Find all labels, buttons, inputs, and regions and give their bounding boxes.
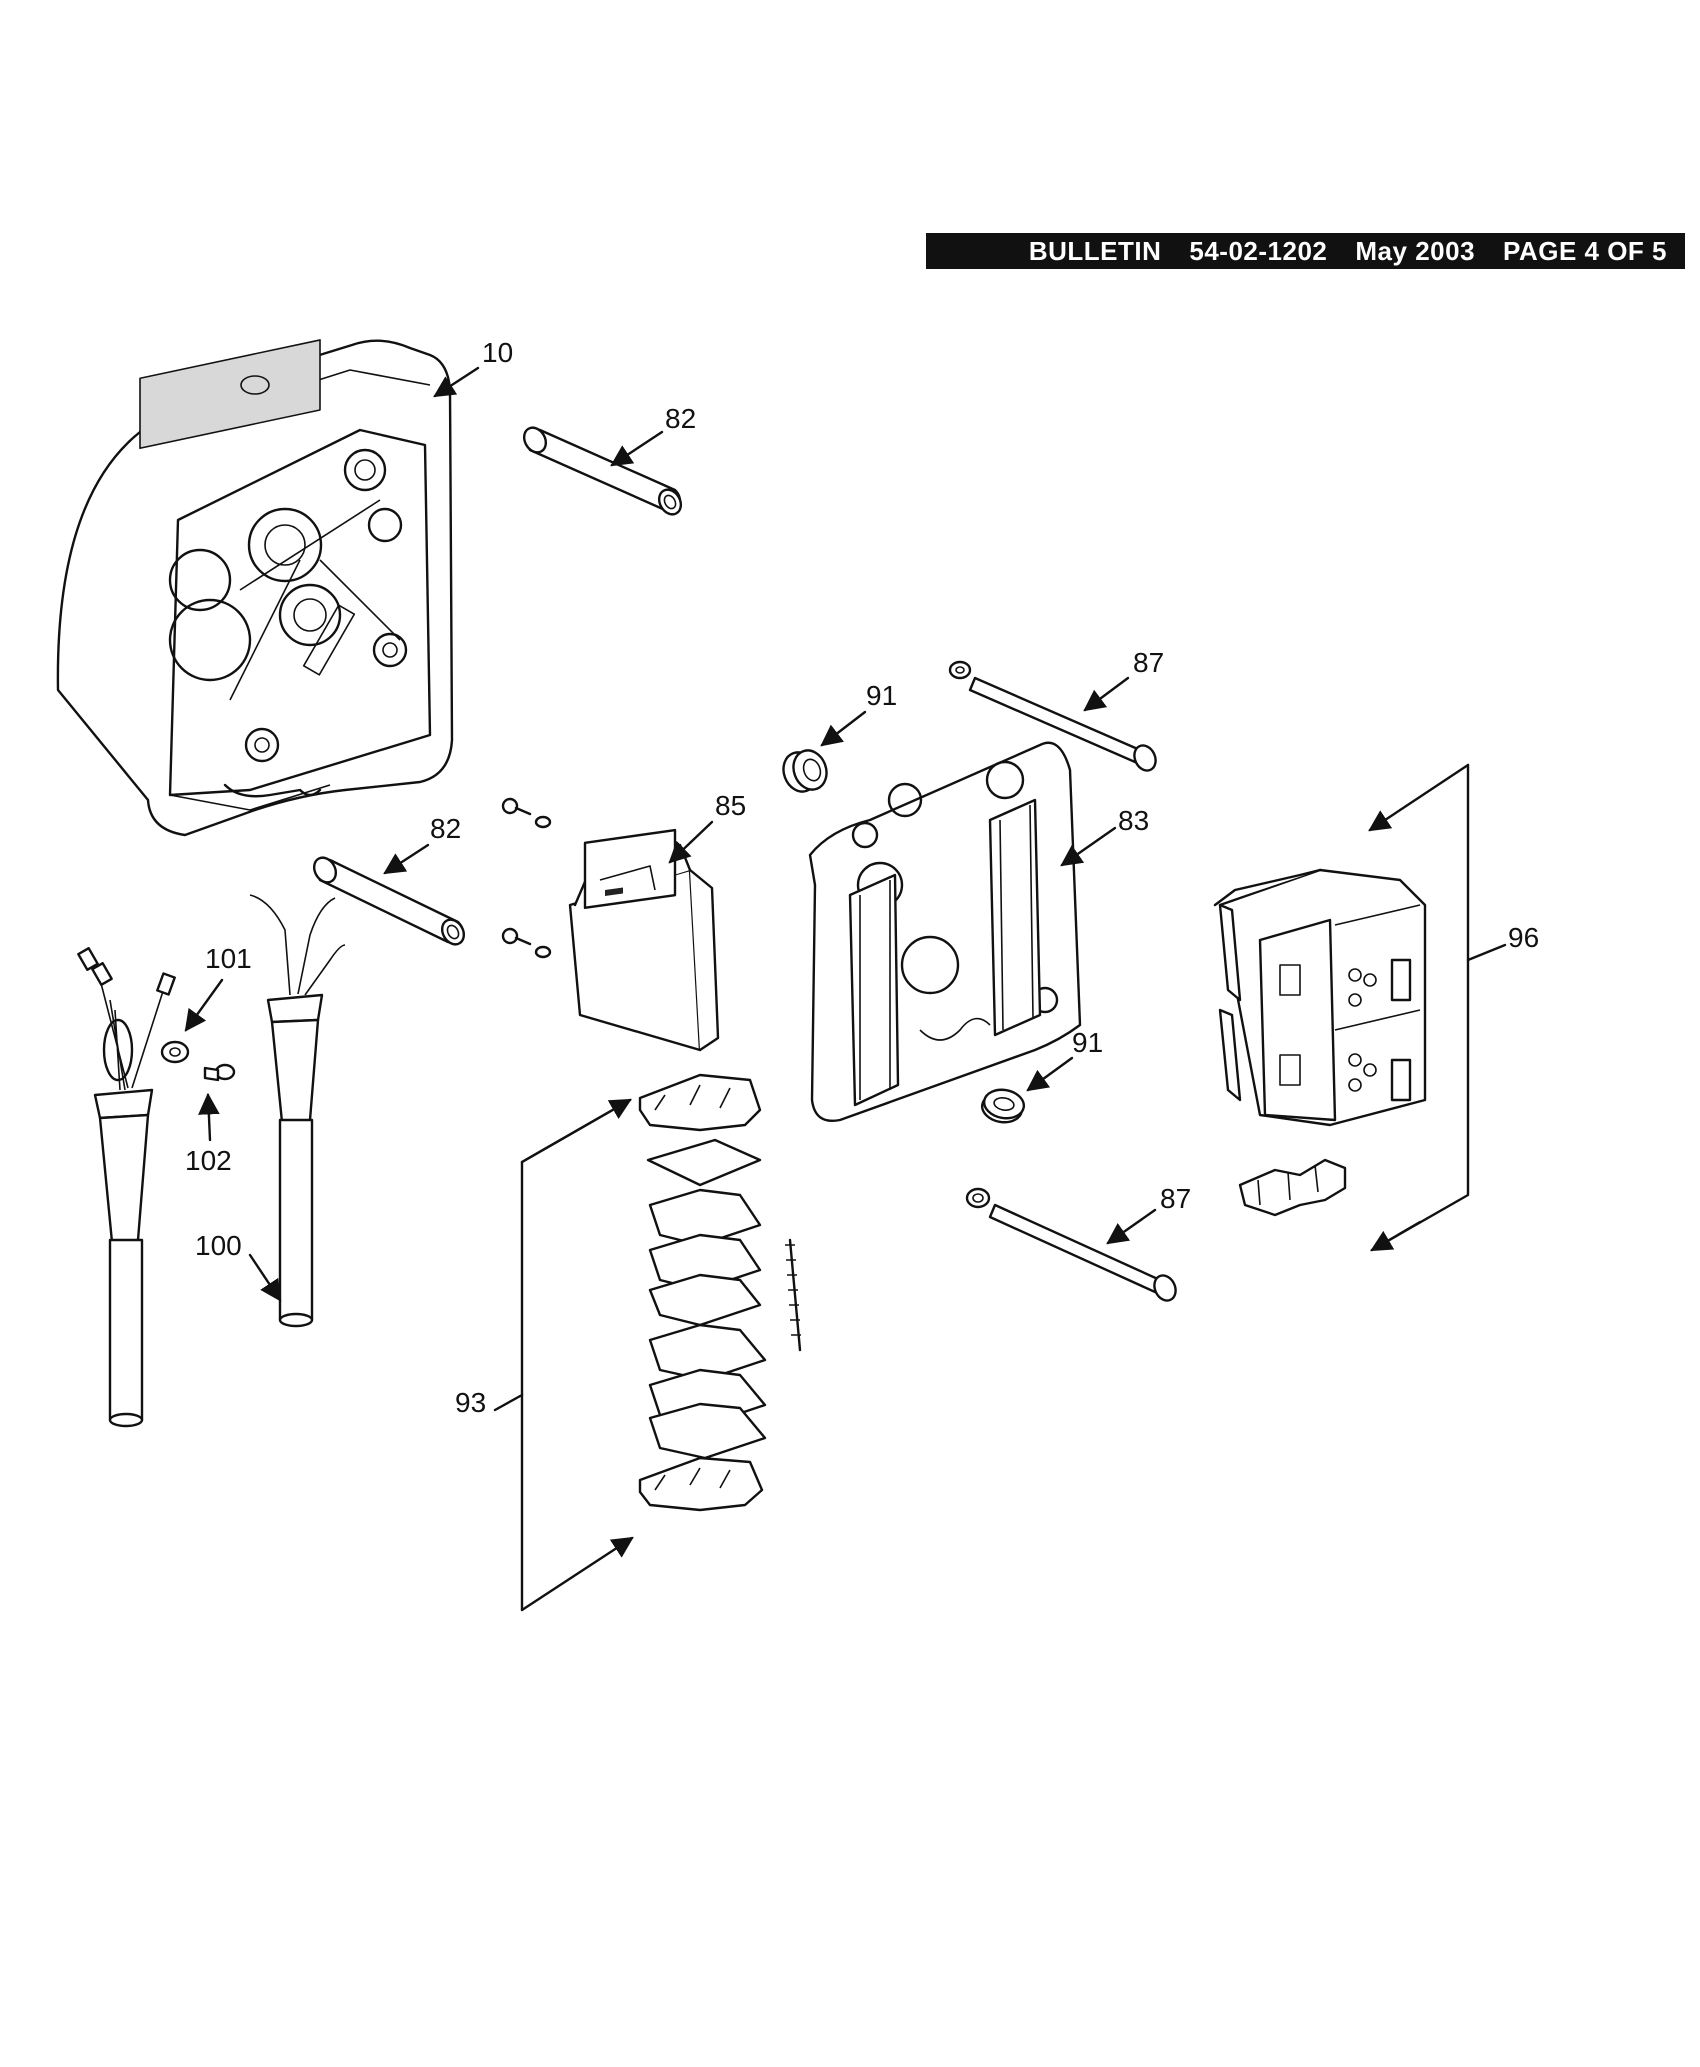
long-rod-part-87-top <box>948 660 1157 772</box>
leader-arrow-100 <box>248 1253 282 1302</box>
leader-arrow-87-bottom <box>1106 1208 1157 1245</box>
leader-arrow-10 <box>433 366 480 398</box>
clip-ring-part-91-top <box>782 749 828 793</box>
callout-85: 85 <box>715 790 746 821</box>
cable-gland-part-100 <box>77 894 346 1428</box>
callout-93: 93 <box>455 1387 486 1418</box>
leader-line-96 <box>1466 943 1507 962</box>
bulletin-number: 54-02-1202 <box>1189 235 1328 266</box>
screw-washer-set <box>501 797 552 959</box>
relay-module-part-85 <box>568 828 720 1052</box>
leader-arrow-87-top <box>1083 676 1130 712</box>
screw-part-102 <box>203 1063 236 1082</box>
enclosure-housing-part-10 <box>56 339 454 837</box>
bulletin-header-bar: BULLETIN 54-02-1202 May 2003 PAGE 4 OF 5 <box>926 233 1685 269</box>
page-number: PAGE 4 OF 5 <box>1503 235 1667 266</box>
washer-part-101 <box>160 1040 190 1064</box>
callout-91-bottom: 91 <box>1072 1027 1103 1058</box>
spacer-tube-part-82-top <box>522 426 683 516</box>
leader-arrow-82-top <box>610 430 664 467</box>
leader-arrow-96-bottom <box>1370 1220 1422 1252</box>
callout-10: 10 <box>482 337 513 368</box>
spacer-tube-part-82-middle <box>312 856 466 946</box>
bracket-93 <box>520 1098 632 1612</box>
callout-101: 101 <box>205 943 252 974</box>
leader-arrow-93-bottom <box>520 1536 634 1612</box>
leader-arrow-91-top <box>820 710 867 747</box>
bulletin-date: May 2003 <box>1355 235 1476 266</box>
leader-arrow-101 <box>184 978 224 1032</box>
leader-line-93 <box>493 1393 524 1412</box>
callout-91-top: 91 <box>866 680 897 711</box>
callout-100: 100 <box>195 1230 242 1261</box>
callout-87-bottom: 87 <box>1160 1183 1191 1214</box>
leader-arrow-83 <box>1060 826 1117 867</box>
leader-arrow-96-top <box>1368 763 1470 832</box>
breaker-assembly-part-96 <box>1213 868 1427 1127</box>
long-rod-part-87-bottom <box>965 1187 1177 1302</box>
terminal-block-stack-part-93 <box>638 1073 802 1512</box>
leader-arrow-85 <box>668 820 714 864</box>
clip-ring-part-91-bottom <box>980 1088 1026 1124</box>
callout-82-middle: 82 <box>430 813 461 844</box>
leader-arrow-82-middle <box>383 843 430 875</box>
callout-96: 96 <box>1508 922 1539 953</box>
callout-82-top: 82 <box>665 403 696 434</box>
bulletin-label: BULLETIN <box>1028 235 1162 266</box>
callout-87-top: 87 <box>1133 647 1164 678</box>
terminal-clip-part-96-bottom <box>1238 1158 1347 1217</box>
callout-102: 102 <box>185 1145 232 1176</box>
mounting-plate-part-83 <box>808 741 1082 1122</box>
leader-arrow-93-top <box>520 1098 632 1164</box>
leader-arrow-91-bottom <box>1026 1056 1074 1092</box>
leader-arrow-102 <box>198 1092 220 1142</box>
callout-83: 83 <box>1118 805 1149 836</box>
